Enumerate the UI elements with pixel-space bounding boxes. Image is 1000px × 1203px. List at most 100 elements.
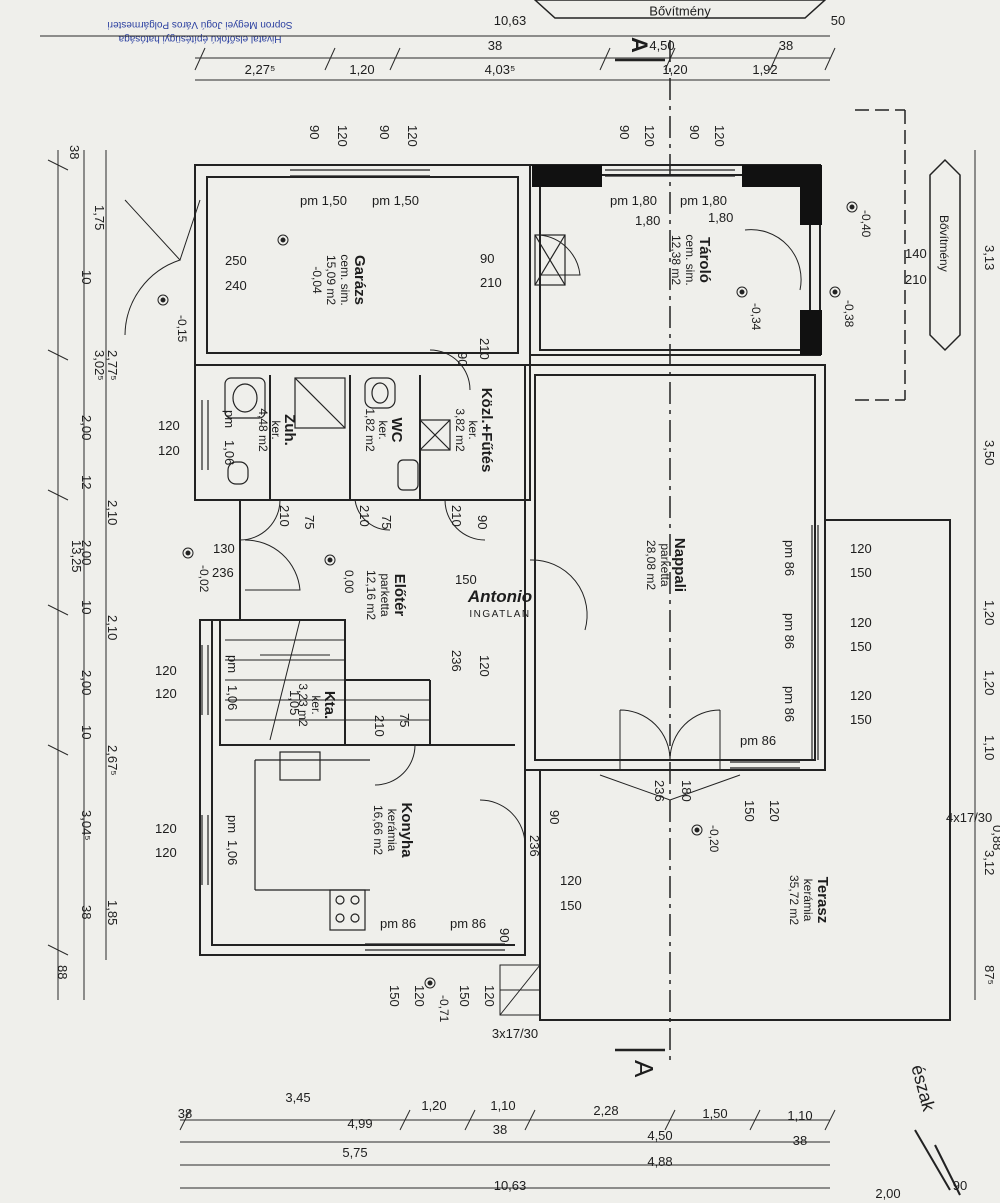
dim-label: pm [225,655,240,673]
storage-level: -0,34 [749,303,763,331]
dim-label: 10 [79,725,94,739]
dim-label: 120 [850,615,872,630]
dimension-lines [40,35,976,1189]
dim-label: 3,02⁵ [92,350,107,381]
dim-label: 13,25 [69,540,84,573]
fixtures [224,234,566,931]
dim-label: 180 [679,780,694,802]
agency-logo: Antonio INGATLAN [467,587,532,620]
dim-label: 150 [742,800,757,822]
dim-label: 120 [412,985,427,1007]
dim-label: 1,50 [702,1106,727,1121]
dim-label: 120 [560,873,582,888]
stamp-line-1: Hivatal elsőfokú építésügyi hatósága [118,33,281,44]
dim-label: 120 [405,125,420,147]
dim-label: 120 [712,125,727,147]
dim-label: 1,10 [787,1108,812,1123]
garage-area: 15,09 m2 [324,255,338,305]
dim-label: 2,00 [79,670,94,695]
dim-label: 90 [455,352,470,366]
dim-label: 5,75 [342,1145,367,1160]
dim-label: 90 [687,125,702,139]
dim-label: 90 [617,125,632,139]
logo-name: Antonio [467,587,532,606]
section-mark-top: A [627,37,652,53]
dim-label: pm [225,815,240,833]
dim-label: pm 86 [450,916,486,931]
dim-label: 4x17/30 [946,810,992,825]
dim-label: 2,00 [875,1186,900,1201]
dim-label: 88 [55,965,70,979]
dim-label: 4,50 [647,1128,672,1143]
shower-floor: ker. [269,420,283,439]
living-right-labels: pm 86 120 150 pm 86 120 150 pm 86 120 15… [560,540,1000,913]
terrace-level: -0,20 [707,825,721,853]
entry-floor: parketta [378,573,392,617]
dim-label: 1,20 [982,670,997,695]
top-dimensions: 10,63 50 38 4,50 38 2,27⁵ 1,20 4,03⁵ 1,2… [245,4,846,77]
dim-label: 210 [477,338,492,360]
room-labels: Garázs cem. sim. 15,09 m2 -0,04 Tároló c… [256,234,831,925]
dim-label: 1,06 [225,685,240,710]
dim-label: 38 [488,38,502,53]
shower-area: 4,48 m2 [256,408,270,452]
dim-label: 3,50 [982,440,997,465]
dim-label: 1,20 [662,62,687,77]
level-values: -0,15 -0,40 -0,38 -0,02 -0,71 [175,210,873,1023]
dim-label: pm 1,80 [610,193,657,208]
dim-label: 210 [449,505,464,527]
dim-label: 150 [850,565,872,580]
section-mark-bottom: A [629,1060,659,1078]
dim-label: 120 [158,418,180,433]
dim-label: 1,75 [92,205,107,230]
stair-note: 3x17/30 [492,1026,538,1041]
north-arrow-icon [914,1129,961,1196]
dim-label: 1,92 [752,62,777,77]
windows [201,169,819,951]
dim-label: 1,20 [982,600,997,625]
dim-label: 120 [850,688,872,703]
dim-label: 236 [449,650,464,672]
dim-label: pm 86 [782,686,797,722]
dim-label: 120 [482,985,497,1007]
wc-floor: ker. [376,420,390,439]
dim-label: 90 [953,1178,967,1193]
dim-label: 120 [477,655,492,677]
pantry-floor: ker. [309,695,323,714]
dim-label: 3,04⁵ [79,810,94,841]
dim-label: 4,88 [647,1154,672,1169]
dim-label: 120 [642,125,657,147]
level-markers [157,201,858,989]
annex-label-top: Bővítmény [649,4,711,19]
dim-label: 236 [652,780,667,802]
dim-label: 90 [307,125,322,139]
dim-label: 150 [850,712,872,727]
hall-name: Közl.+Fűtés [478,388,495,473]
dim-label: pm 1,50 [372,193,419,208]
dim-label: 2,10 [105,615,120,640]
level-value: -0,40 [859,210,873,238]
dim-label: 1,10 [982,735,997,760]
dim-label: 90 [377,125,392,139]
dim-label: 150 [457,985,472,1007]
garage-floor: cem. sim. [338,254,352,305]
dim-label: 90 [475,515,490,529]
living-name: Nappali [671,538,688,592]
garage-level: -0,04 [310,266,324,294]
hall-area: 3,82 m2 [453,408,467,452]
dim-label: 120 [155,845,177,860]
dim-label: 38 [79,905,94,919]
dim-label: 236 [212,565,234,580]
walls [194,164,951,1021]
entry-area: 12,16 m2 [364,570,378,620]
dim-label: 120 [155,686,177,701]
dim-label: 150 [387,985,402,1007]
storage-floor: cem. sim. [683,234,697,285]
dim-label: 38 [779,38,793,53]
entry-name: Előtér [391,574,408,617]
dim-label: pm 86 [740,733,776,748]
dim-label: 3,12 [982,850,997,875]
dim-label: 75 [379,515,394,529]
dim-label: 1,06 [225,840,240,865]
